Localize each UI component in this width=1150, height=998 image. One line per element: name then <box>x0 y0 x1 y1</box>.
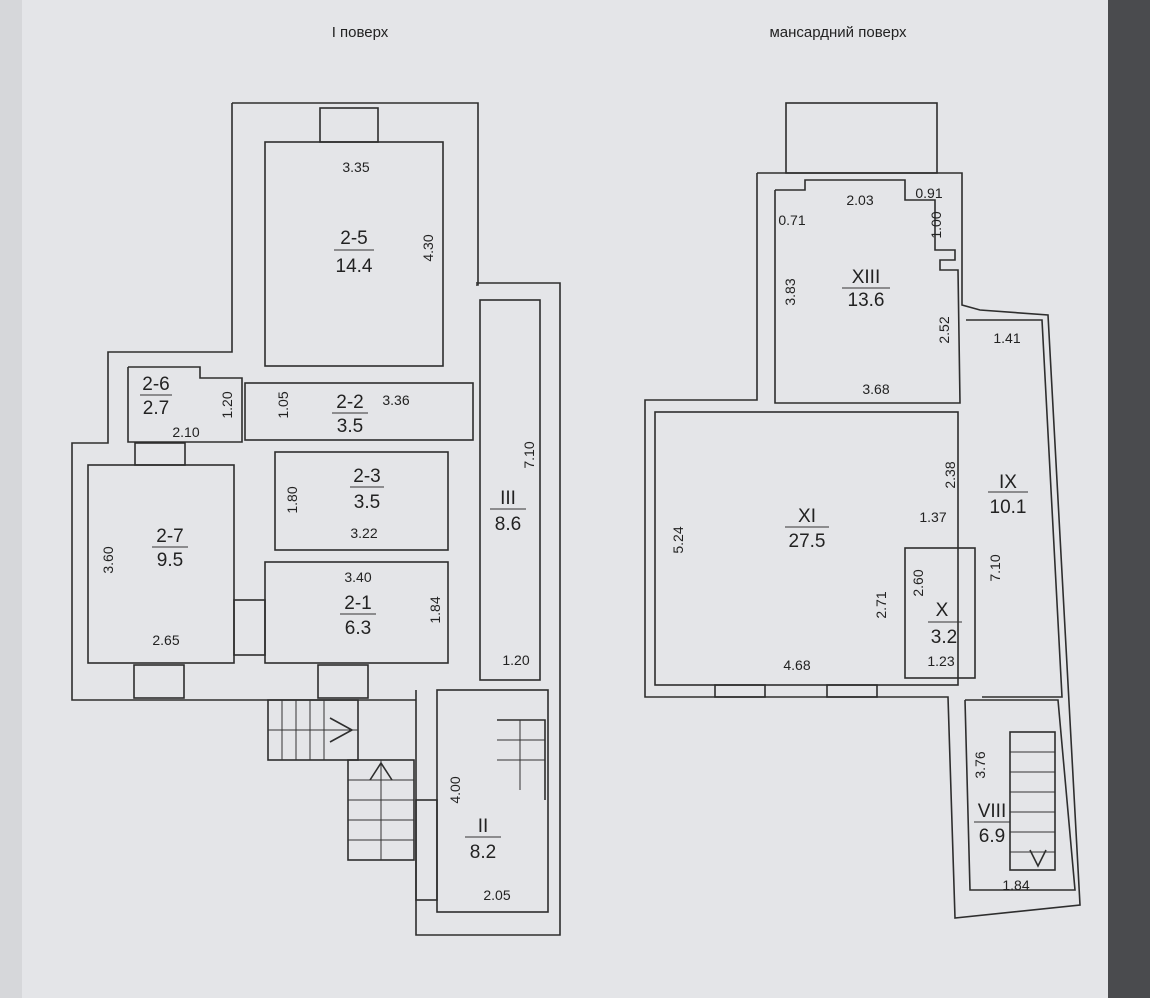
dimension-label: 1.20 <box>502 652 529 668</box>
room-III: III 8.6 <box>490 488 526 535</box>
room-label-text: 2-3 <box>353 466 380 487</box>
room-label-text: 2-2 <box>336 392 363 413</box>
room-2-2: 2-23.5 <box>332 392 368 437</box>
dimension-label: 3.35 <box>342 159 369 175</box>
dimension-label: 2.05 <box>483 887 510 903</box>
dimension-label: 1.80 <box>284 486 300 513</box>
attic-floor-walls <box>644 102 1081 919</box>
title-ground-floor: І поверх <box>332 24 389 41</box>
room-2-1: 2-16.3 <box>340 593 376 639</box>
dimension-label: 4.68 <box>783 657 810 673</box>
room-2-5: 2-5 14.4 <box>334 228 374 277</box>
room-label-text: 3.5 <box>354 492 380 513</box>
room-label-text: IX <box>999 472 1017 493</box>
dimension-label: 3.68 <box>862 381 889 397</box>
dimension-label: 3.36 <box>382 392 409 408</box>
room-label-text: 10.1 <box>990 497 1027 518</box>
room-IX: IX 10.1 <box>988 472 1028 518</box>
room-label-text: 2-7 <box>156 526 183 547</box>
dimension-label: 7.10 <box>521 441 537 468</box>
dimension-label: 3.22 <box>350 525 377 541</box>
dimension-label: 3.83 <box>782 278 798 305</box>
dimension-label: 5.24 <box>670 526 686 553</box>
dimension-label: 1.00 <box>928 211 944 238</box>
room-label-text: III <box>500 488 516 509</box>
dark-background-right <box>1108 0 1150 998</box>
dimension-label: 3.40 <box>344 569 371 585</box>
room-label-text: XIII <box>852 267 881 288</box>
room-label-text: 2.7 <box>143 398 169 419</box>
dimension-label: 2.52 <box>936 316 952 343</box>
room-label-text: 3.5 <box>337 416 363 437</box>
dimension-label: 3.60 <box>100 546 116 573</box>
dimension-label: 1.23 <box>927 653 954 669</box>
ground-floor-walls <box>71 102 561 936</box>
dimension-label: 1.41 <box>993 330 1020 346</box>
dimension-label: 2.38 <box>942 461 958 488</box>
room-VIII: VIII 6.9 <box>974 801 1010 847</box>
dimension-label: 0.71 <box>778 212 805 228</box>
dimension-label: 4.00 <box>447 776 463 803</box>
dimension-label: 0.91 <box>915 185 942 201</box>
room-label-text: 6.9 <box>979 826 1005 847</box>
title-attic-floor: мансардний поверх <box>769 24 907 41</box>
room-XI: XI 27.5 <box>785 506 829 552</box>
dimension-label: 1.84 <box>427 596 443 623</box>
dimension-label: 2.60 <box>910 569 926 596</box>
dimension-label: 4.30 <box>420 234 436 261</box>
room-label-text: XI <box>798 506 816 527</box>
room-2-7: 2-79.5 <box>152 526 188 571</box>
room-label-text: 13.6 <box>848 290 885 311</box>
room-label-text: X <box>936 600 949 621</box>
room-label-text: 2-1 <box>344 593 371 614</box>
room-label-text: 8.6 <box>495 514 521 535</box>
room-label-text: 8.2 <box>470 842 496 863</box>
dimension-label: 1.84 <box>1002 877 1029 893</box>
room-label-text: 2-5 <box>340 228 367 249</box>
dimension-label: 7.10 <box>987 554 1003 581</box>
dimension-label: 2.65 <box>152 632 179 648</box>
room-X: X 3.2 <box>928 600 962 648</box>
room-2-3: 2-33.5 <box>350 466 384 513</box>
ground-stairs <box>267 699 546 861</box>
room-label-text: 6.3 <box>345 618 371 639</box>
room-label-text: 2-6 <box>142 374 169 395</box>
room-II: II 8.2 <box>465 816 501 863</box>
dimension-label: 3.76 <box>972 751 988 778</box>
room-2-6: 2-62.7 <box>140 374 172 419</box>
paper-edge-left <box>0 0 22 998</box>
dimension-label: 1.20 <box>219 391 235 418</box>
dimension-labels: 3.35 4.30 1.20 1.05 3.36 2.10 1.80 3.22 … <box>100 159 1030 903</box>
dimension-label: 1.05 <box>275 391 291 418</box>
room-label-text: 9.5 <box>157 550 183 571</box>
dimension-label: 2.71 <box>873 591 889 618</box>
room-label-text: VIII <box>978 801 1007 822</box>
room-label-text: 14.4 <box>336 256 373 277</box>
room-label-text: II <box>478 816 489 837</box>
room-label-text: 3.2 <box>931 627 957 648</box>
dimension-label: 2.03 <box>846 192 873 208</box>
attic-stairs <box>1009 731 1056 871</box>
dimension-label: 2.10 <box>172 424 199 440</box>
dimension-label: 1.37 <box>919 509 946 525</box>
room-label-text: 27.5 <box>789 531 826 552</box>
room-labels: 2-514.4 2-62.7 2-23.5 2-33.5 2-79.5 2-16… <box>140 228 1028 863</box>
